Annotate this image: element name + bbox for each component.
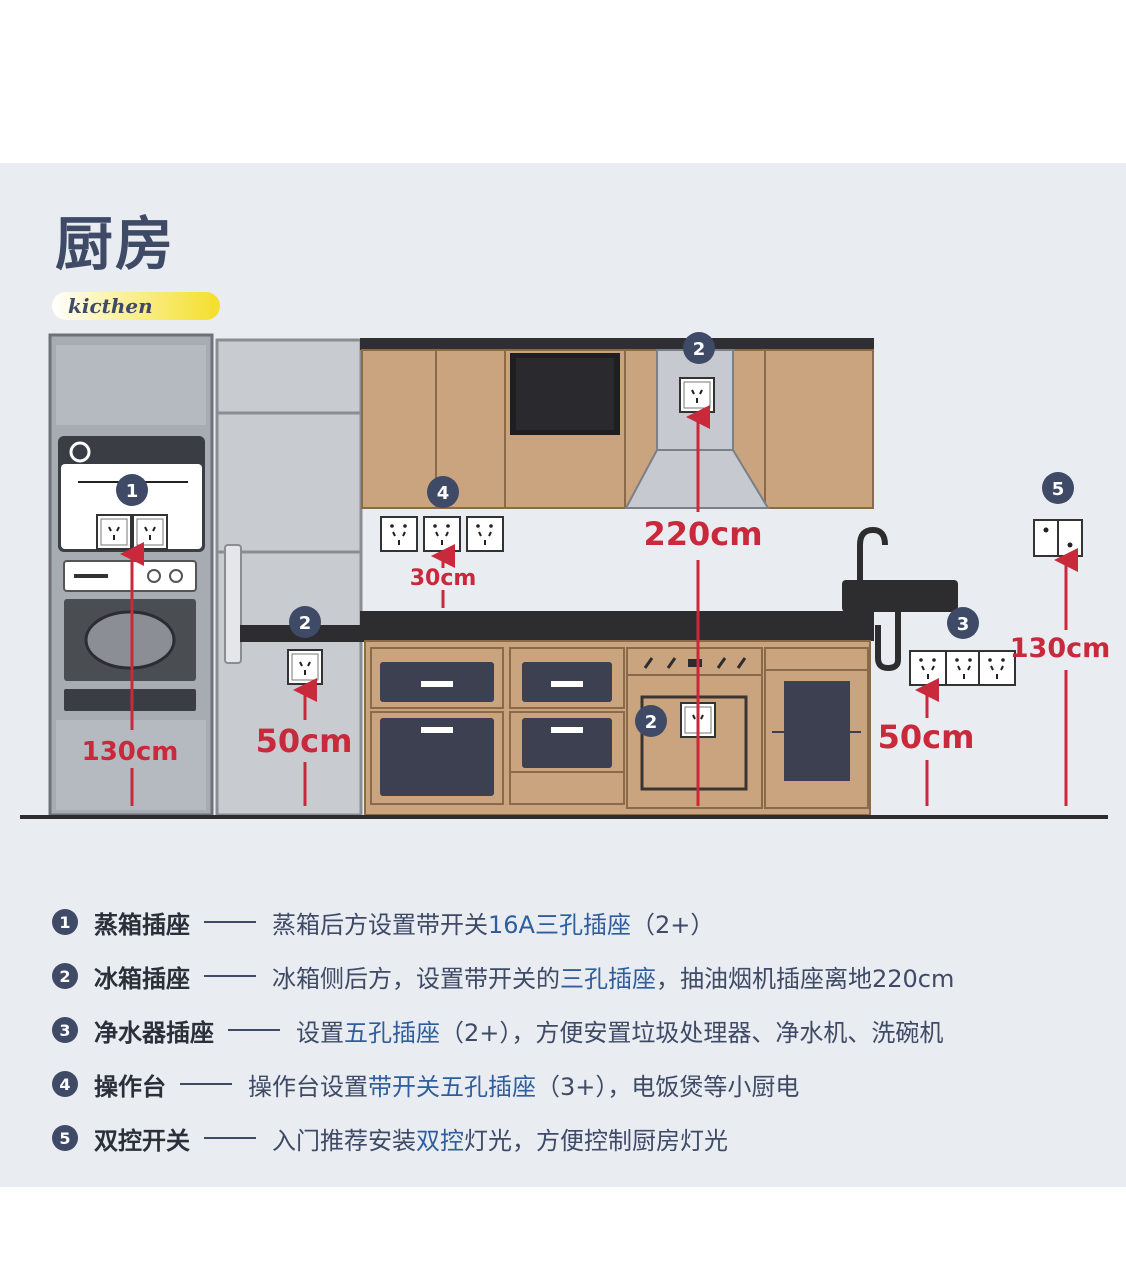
hood-height-label: 220cm <box>643 515 762 553</box>
steamer-height-label: 130cm <box>82 737 179 767</box>
steamer-socket-right <box>132 514 168 550</box>
legend-desc: 入门推荐安装双控灯光，方便控制厨房灯光 <box>272 1126 728 1155</box>
legend-number: 3 <box>52 1017 78 1043</box>
legend-number: 2 <box>52 963 78 989</box>
legend-dash <box>180 1083 232 1085</box>
legend-item-5: 5 双控开关 入门推荐安装双控灯光，方便控制厨房灯光 <box>52 1111 1122 1165</box>
marker-5: 5 <box>1042 472 1074 504</box>
legend-name: 双控开关 <box>94 1126 190 1155</box>
legend-item-2: 2 冰箱插座 冰箱侧后方，设置带开关的三孔插座，抽油烟机插座离地220cm <box>52 949 1122 1003</box>
hood-socket <box>679 377 715 413</box>
svg-text:5: 5 <box>1052 479 1065 500</box>
switch-height-label: 130cm <box>1010 633 1111 664</box>
legend-desc: 设置五孔插座（2+），方便安置垃圾处理器、净水机、洗碗机 <box>296 1018 944 1047</box>
sink-socket-1 <box>909 650 947 686</box>
legend-dash <box>204 1137 256 1139</box>
legend-item-3: 3 净水器插座 设置五孔插座（2+），方便安置垃圾处理器、净水机、洗碗机 <box>52 1003 1122 1057</box>
legend-dash <box>204 921 256 923</box>
countertop <box>240 526 958 672</box>
marker-4: 4 <box>427 476 459 508</box>
page-title: 厨房 <box>55 210 176 278</box>
svg-text:4: 4 <box>437 483 450 504</box>
legend-dash <box>204 975 256 977</box>
marker-2-hood: 2 <box>683 332 715 364</box>
sink-height-label: 50cm <box>878 718 975 756</box>
subtitle-highlight <box>52 292 220 320</box>
svg-text:1: 1 <box>126 481 139 502</box>
marker-2-lower: 2 <box>635 705 667 737</box>
legend-item-1: 1 蒸箱插座 蒸箱后方设置带开关16A三孔插座（2+） <box>52 895 1122 949</box>
counter-height-label: 30cm <box>410 566 477 591</box>
svg-text:2: 2 <box>299 613 312 634</box>
double-switch <box>1033 519 1083 557</box>
counter-socket-1 <box>380 516 418 552</box>
measurement-lines <box>120 405 1078 806</box>
fridge <box>215 338 363 817</box>
fridge-height-label: 50cm <box>256 722 353 760</box>
marker-3: 3 <box>947 607 979 639</box>
legend-number: 5 <box>52 1125 78 1151</box>
svg-text:2: 2 <box>645 712 658 733</box>
legend: 1 蒸箱插座 蒸箱后方设置带开关16A三孔插座（2+） 2 冰箱插座 冰箱侧后方… <box>52 895 1122 1165</box>
svg-text:2: 2 <box>693 339 706 360</box>
legend-desc: 冰箱侧后方，设置带开关的三孔插座，抽油烟机插座离地220cm <box>272 964 955 993</box>
legend-number: 4 <box>52 1071 78 1097</box>
legend-desc: 操作台设置带开关五孔插座（3+），电饭煲等小厨电 <box>248 1072 800 1101</box>
legend-name: 蒸箱插座 <box>94 910 190 939</box>
legend-name: 冰箱插座 <box>94 964 190 993</box>
legend-number: 1 <box>52 909 78 935</box>
svg-text:3: 3 <box>957 614 970 635</box>
counter-socket-3 <box>466 516 504 552</box>
lower-cabinets <box>364 640 871 816</box>
marker-2-fridge: 2 <box>289 606 321 638</box>
fridge-socket <box>287 649 323 685</box>
page-subtitle: kicthen <box>68 294 153 318</box>
legend-dash <box>228 1029 280 1031</box>
legend-name: 操作台 <box>94 1072 166 1101</box>
steamer-socket-left <box>96 514 132 550</box>
legend-item-4: 4 操作台 操作台设置带开关五孔插座（3+），电饭煲等小厨电 <box>52 1057 1122 1111</box>
counter-socket-2 <box>423 516 461 552</box>
upper-cabinets <box>360 338 874 509</box>
legend-desc: 蒸箱后方设置带开关16A三孔插座（2+） <box>272 910 715 939</box>
sink-socket-2 <box>945 650 983 686</box>
legend-name: 净水器插座 <box>94 1018 214 1047</box>
marker-1: 1 <box>116 474 148 506</box>
